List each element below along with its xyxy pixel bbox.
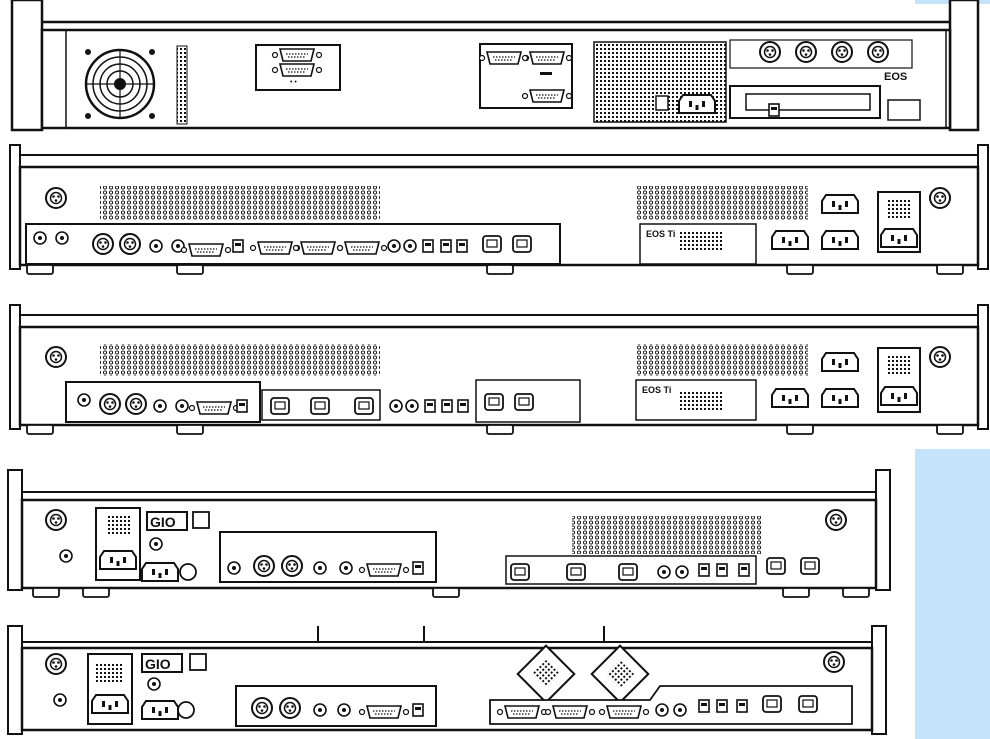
grille-left xyxy=(100,186,380,220)
rear-panel-5: GIO xyxy=(7,625,887,735)
panel-2-plate: EOS Ti xyxy=(646,229,675,239)
grille-right xyxy=(636,186,808,220)
panel-4-brand: GIO xyxy=(150,514,176,530)
vent-slots xyxy=(176,45,188,125)
rear-panel-4: GIO xyxy=(7,469,891,598)
panel-5-brand: GIO xyxy=(145,656,171,672)
rear-panel-3: EOS Ti xyxy=(9,304,989,435)
fan-icon xyxy=(590,644,650,704)
panel-1-brand: EOS xyxy=(884,71,907,83)
fan-icon xyxy=(516,644,576,704)
rear-panel-2: EOS Ti xyxy=(9,144,989,275)
accent-bar-bottom xyxy=(915,449,990,739)
panel-3-plate: EOS Ti xyxy=(642,385,671,395)
rear-panel-1: • • EOS xyxy=(10,0,980,132)
svg-text:• •: • • xyxy=(290,79,297,86)
grille-gio xyxy=(572,516,762,554)
fan-icon xyxy=(84,48,156,120)
